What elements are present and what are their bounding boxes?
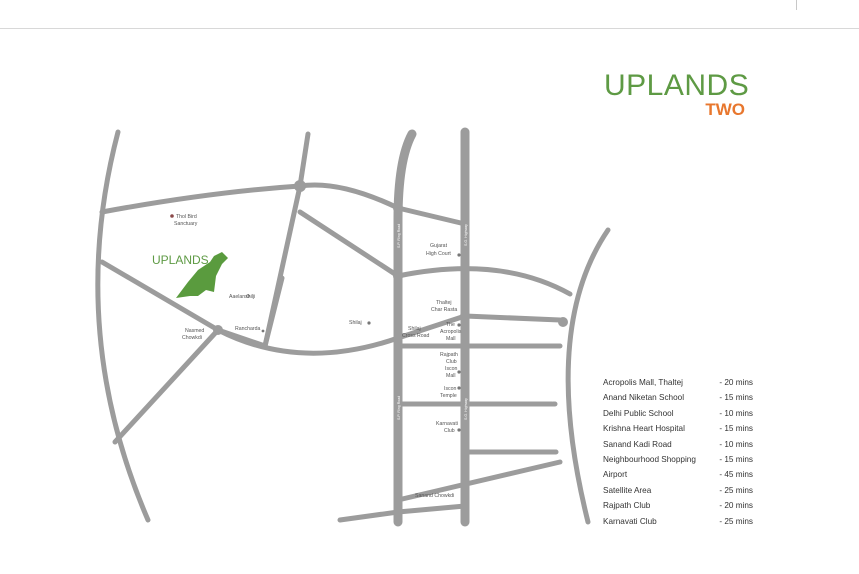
label-iscon-temple-2: Temple — [440, 393, 457, 399]
distance-time: - 45 mins — [719, 470, 753, 480]
logo-sub-text: TWO — [705, 100, 745, 119]
distance-time: - 10 mins — [719, 439, 753, 449]
label-thol-2: Sanctuary — [174, 221, 198, 227]
distance-time: - 15 mins — [719, 424, 753, 434]
ring-road-east — [565, 227, 611, 525]
distance-time: - 15 mins — [719, 393, 753, 403]
distance-row: Satellite Area - 25 mins — [603, 483, 753, 498]
distance-row: Delhi Public School - 10 mins — [603, 406, 753, 421]
uplands-two-logo: UPLANDS TWO — [604, 70, 749, 120]
sp-ring-road — [393, 129, 417, 527]
junction-north — [294, 180, 306, 192]
distance-place: Delhi Public School — [603, 408, 674, 418]
label-karnavati-2: Club — [444, 428, 455, 434]
label-nasmed-1: Nasmed — [185, 328, 204, 334]
distance-row: Karnavati Club - 25 mins — [603, 514, 753, 529]
label-shilaj-cross-2: Cross Road — [402, 333, 430, 339]
junction-sp-north — [393, 203, 403, 213]
road-label-sg-highway-south: S.G. Highway — [464, 398, 468, 420]
distance-row: Rajpath Club - 20 mins — [603, 498, 753, 513]
label-rancharda: Rancharda — [235, 326, 260, 332]
road-rancharda — [215, 275, 285, 350]
distance-place: Anand Niketan School — [603, 393, 685, 403]
distance-place: Karnavati Club — [603, 516, 657, 526]
label-aaelanshilji: Aaelanshilji — [229, 294, 255, 300]
distance-time: - 20 mins — [719, 501, 753, 511]
project-site-shape — [176, 252, 228, 298]
distance-row: Sanand Kadi Road - 10 mins — [603, 437, 753, 452]
junction-nasmed — [213, 325, 223, 335]
label-nasmed-2: Chowkdi — [182, 335, 202, 341]
road-label-sp-ring: S.P. Ring Road — [397, 224, 401, 248]
distance-place: Neighbourhood Shopping — [603, 454, 696, 464]
label-acropolis-2: Acropolis — [440, 329, 462, 335]
label-rajpath-2: Club — [446, 359, 457, 365]
project-site-label: UPLANDS — [152, 253, 209, 267]
label-acropolis-1: The — [446, 322, 455, 328]
road-nw-diagonal — [297, 209, 401, 279]
label-shilaj-cross-1: Shilaj — [408, 326, 421, 332]
distance-time: - 20 mins — [719, 378, 753, 387]
label-iscon-temple-1: Iscon — [444, 386, 457, 392]
main-roads — [393, 127, 470, 527]
distance-row: Neighbourhood Shopping - 15 mins — [603, 452, 753, 467]
distance-place: Rajpath Club — [603, 501, 651, 511]
outer-ring-road-west — [95, 129, 151, 523]
distance-place: Krishna Heart Hospital — [603, 424, 685, 434]
junction-thaltej — [460, 311, 470, 321]
label-iscon-mall-1: Iscon — [445, 366, 458, 372]
road-labels: S.P. Ring Road S.G. Highway S.P. Ring Ro… — [397, 224, 561, 420]
distance-place: Airport — [603, 470, 628, 480]
label-iscon-mall-2: Mall — [446, 373, 456, 379]
distance-time: - 15 mins — [719, 454, 753, 464]
road-northwest-link — [99, 259, 221, 333]
road-north-upper — [99, 182, 401, 215]
top-bar — [0, 0, 859, 29]
label-shilaj: Shilaj — [349, 320, 362, 326]
label-gujarat-hc-2: High Court — [426, 251, 451, 257]
label-rajpath-1: Rajpath — [440, 352, 458, 358]
distance-row: Airport - 45 mins — [603, 467, 753, 482]
junction-high-court — [393, 271, 403, 281]
distance-row: Anand Niketan School - 15 mins — [603, 390, 753, 405]
distance-row: Krishna Heart Hospital - 15 mins — [603, 421, 753, 436]
label-thaltej-1: Thaltej — [436, 300, 452, 306]
label-thol-1: Thol Bird — [176, 214, 197, 220]
distance-row: Acropolis Mall, Thaltej - 20 mins — [603, 375, 753, 390]
distance-time: - 25 mins — [719, 485, 753, 495]
junction-east — [558, 317, 568, 327]
distance-time: - 10 mins — [719, 408, 753, 418]
road-network — [95, 129, 611, 525]
logo-main-text: UPLANDS — [604, 69, 750, 102]
distance-place: Sanand Kadi Road — [603, 439, 672, 449]
label-acropolis-3: Mall — [446, 336, 456, 342]
label-gujarat-hc-1: Gujarat — [430, 243, 448, 249]
road-high-court — [395, 266, 573, 297]
distance-place: Acropolis Mall, Thaltej — [603, 378, 683, 387]
road-label-sp-ring-east: S.P. Ring Road — [550, 378, 561, 402]
road-shilaj — [395, 313, 468, 341]
junctions — [213, 180, 568, 335]
place-labels: Thol Bird Sanctuary Aaelanshilji Ranchar… — [174, 214, 462, 499]
road-sg-crossing — [395, 205, 468, 227]
label-sanand: Sanand Chowkdi — [415, 493, 454, 499]
road-nasmed-southwest — [112, 327, 221, 445]
label-karnavati-1: Karnavati — [436, 421, 458, 427]
top-bar-divider — [796, 0, 797, 10]
label-thaltej-2: Char Rasta — [431, 307, 457, 313]
distance-time: - 25 mins — [719, 516, 753, 526]
distance-place: Satellite Area — [603, 485, 652, 495]
road-label-sg-highway: S.G. Highway — [464, 224, 468, 246]
road-label-sp-ring-south: S.P. Ring Road — [397, 396, 401, 420]
place-markers — [170, 214, 461, 432]
road-thaltej — [462, 313, 563, 323]
road-sanand — [395, 459, 563, 503]
